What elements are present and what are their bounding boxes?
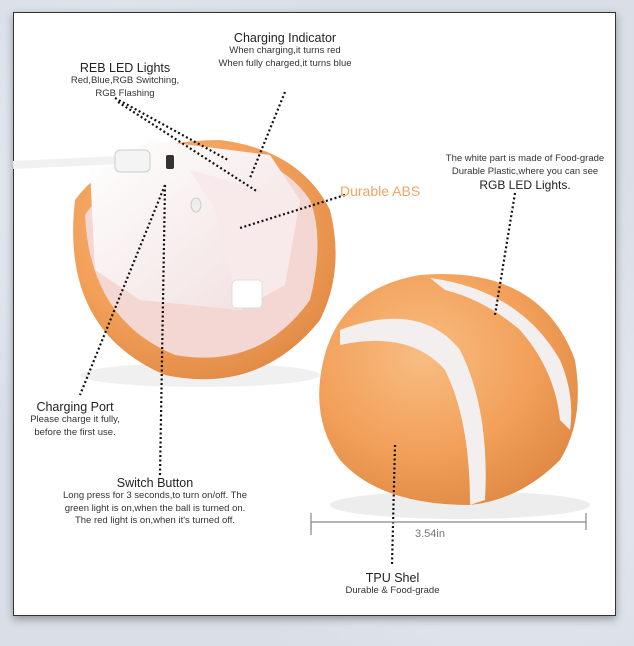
open-ball-half — [73, 140, 336, 380]
charging-indicator-label: Charging Indicator When charging,it turn… — [205, 31, 365, 70]
white-part-label: The white part is made of Food-grade Dur… — [425, 153, 625, 192]
label-title: TPU Shel — [365, 571, 420, 585]
charging-port-label: Charging Port Please charge it fully, be… — [20, 400, 130, 439]
label-title: Charging Port — [36, 400, 114, 414]
label-text: Durable & Food-grade — [345, 585, 440, 596]
label-text: Please charge it fully, — [30, 414, 120, 425]
closed-ball-half — [319, 274, 578, 505]
label-text: Red,Blue,RGB Switching, — [70, 75, 180, 86]
dimension-line — [310, 513, 587, 535]
label-title: Charging Indicator — [233, 31, 337, 45]
label-title: RGB LED Lights. — [479, 178, 571, 192]
label-title: REB LED Lights — [79, 61, 171, 75]
shadow — [330, 491, 590, 519]
label-text: Durable Plastic,where you can see — [451, 165, 599, 177]
label-text: RGB Flashing — [95, 87, 155, 99]
usb-plug — [114, 149, 151, 173]
label-text: When charging,it turns red — [229, 45, 341, 56]
switch-button-label: Switch Button Long press for 3 seconds,t… — [50, 476, 260, 528]
label-text: The red light is on,when it's turned off… — [74, 515, 236, 526]
reb-led-label: REB LED Lights Red,Blue,RGB Switching, R… — [55, 61, 195, 100]
label-text: Long press for 3 seconds,to turn on/off.… — [63, 490, 247, 501]
label-text: When fully charged,it turns blue — [218, 57, 352, 69]
label-text: green light is on,when the ball is turne… — [64, 502, 246, 514]
leader-lines — [78, 91, 517, 566]
dimension-label: 3.54in — [415, 528, 445, 540]
label-text: The white part is made of Food-grade — [445, 153, 605, 164]
usb-cable — [12, 156, 121, 169]
label-text: before the first use. — [34, 426, 116, 438]
label-title: Switch Button — [116, 476, 194, 490]
durable-abs-label: Durable ABS — [340, 183, 421, 199]
tpu-shell-label: TPU Shel Durable & Food-grade — [330, 571, 455, 598]
